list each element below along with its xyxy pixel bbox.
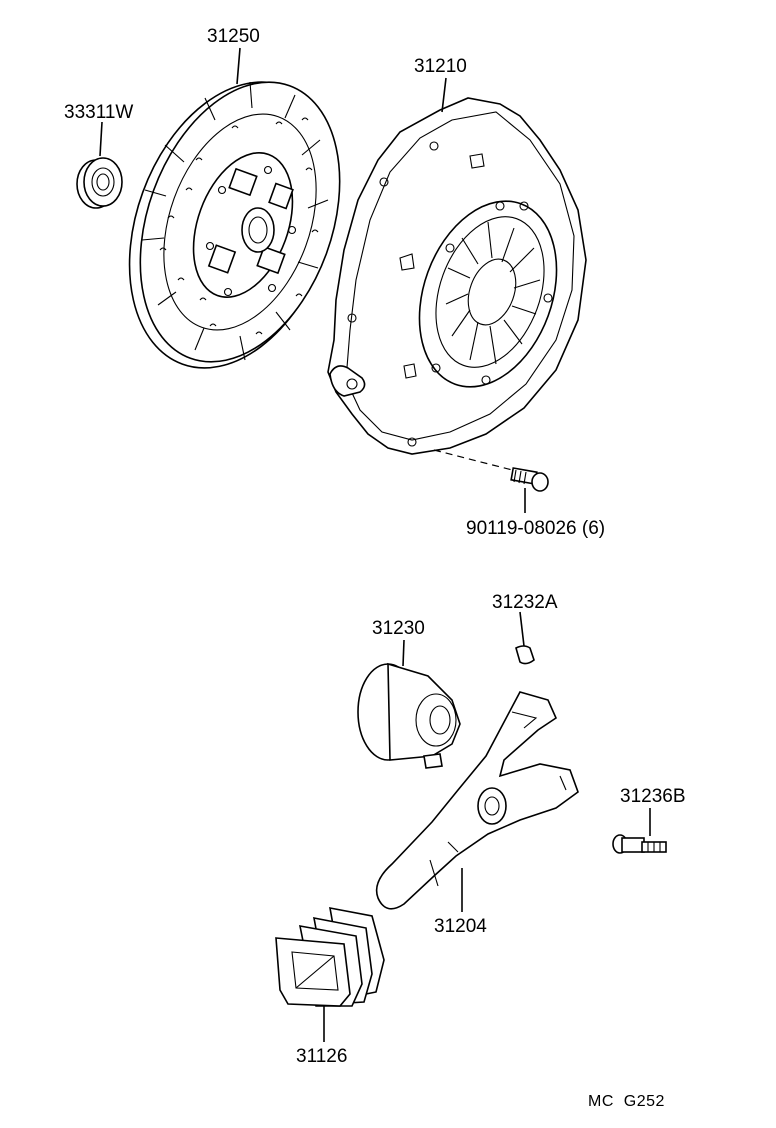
- clip-drawing: [515, 645, 535, 665]
- pilot-bearing-drawing: [76, 157, 123, 209]
- label-31236B: 31236B: [620, 786, 686, 807]
- label-31204: 31204: [434, 916, 487, 937]
- label-31210: 31210: [414, 56, 467, 77]
- release-bearing-drawing: [357, 662, 461, 769]
- label-31232A: 31232A: [492, 592, 558, 613]
- cover-bolt-drawing: [433, 449, 549, 492]
- label-31250: 31250: [207, 26, 260, 47]
- diagram-code: MC G252: [588, 1093, 665, 1110]
- pivot-stud-drawing: [612, 834, 667, 854]
- leader-lines: [99, 47, 651, 1042]
- label-31126: 31126: [296, 1046, 347, 1067]
- dust-boot-drawing: [275, 906, 385, 1007]
- label-90119-08026: 90119-08026 (6): [466, 518, 605, 539]
- label-31230: 31230: [372, 618, 425, 639]
- release-fork-drawing: [375, 691, 579, 910]
- label-33311W: 33311W: [64, 102, 133, 123]
- clutch-cover-drawing: [327, 97, 587, 455]
- clutch-disc-drawing: [128, 81, 341, 369]
